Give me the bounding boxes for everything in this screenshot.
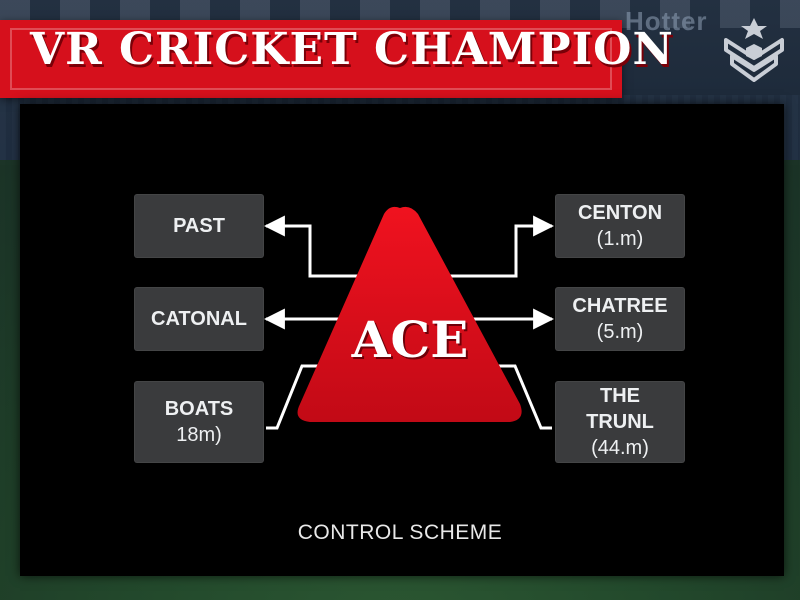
game-title: VR CRICKET CHAMPION [30, 24, 674, 75]
control-box-the-trunl[interactable]: THE TRUNL (44.m) [555, 381, 685, 463]
title-banner [0, 20, 622, 98]
sponsor-sign: Hotter [625, 6, 708, 36]
control-scheme-caption: CONTROL SCHEME [297, 521, 503, 544]
control-label: BOATS [164, 398, 234, 420]
control-label: THE TRUNL [586, 385, 654, 433]
banner-border [10, 28, 612, 90]
control-value: (5.m) [596, 321, 644, 343]
control-box-chatree[interactable]: CHATREE (5.m) [555, 287, 685, 351]
control-label: CATONAL [151, 308, 247, 330]
control-value: (1.m) [596, 228, 644, 250]
control-label: CENTON [577, 202, 663, 224]
ace-label: ACE [351, 310, 469, 369]
control-box-boats[interactable]: BOATS 18m) [134, 381, 264, 463]
control-box-centon[interactable]: CENTON (1.m) [555, 194, 685, 258]
shield-chevron-icon [724, 18, 784, 82]
control-value: 18m) [176, 424, 222, 446]
control-label: PAST [173, 215, 225, 237]
control-box-past[interactable]: PAST [134, 194, 264, 258]
control-box-catonal[interactable]: CATONAL [134, 287, 264, 351]
control-value: (44.m) [591, 437, 649, 459]
control-label: CHATREE [572, 295, 668, 317]
